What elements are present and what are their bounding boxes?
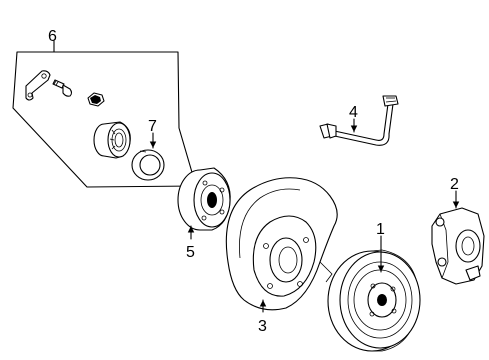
callout-2: 2 <box>450 176 459 193</box>
callout-6: 6 <box>48 28 57 45</box>
dust-shield-part-3 <box>225 177 338 311</box>
kit-box-part-6 <box>12 40 197 188</box>
brake-caliper-part-2 <box>431 207 485 285</box>
brake-hose-part-4 <box>319 95 399 146</box>
callout-4: 4 <box>349 104 358 121</box>
bolt-part <box>52 79 73 97</box>
callout-1: 1 <box>376 221 385 238</box>
callout-5: 5 <box>186 244 195 261</box>
snap-ring-part-7 <box>131 149 165 181</box>
hub-part-5 <box>177 167 231 231</box>
brake-rotor-part-1 <box>327 249 421 352</box>
callout-3: 3 <box>258 318 267 335</box>
callout-7: 7 <box>148 118 157 135</box>
bracket-plate-part <box>25 70 51 101</box>
wheel-bearing-part <box>93 121 131 159</box>
nut-part <box>87 92 105 107</box>
